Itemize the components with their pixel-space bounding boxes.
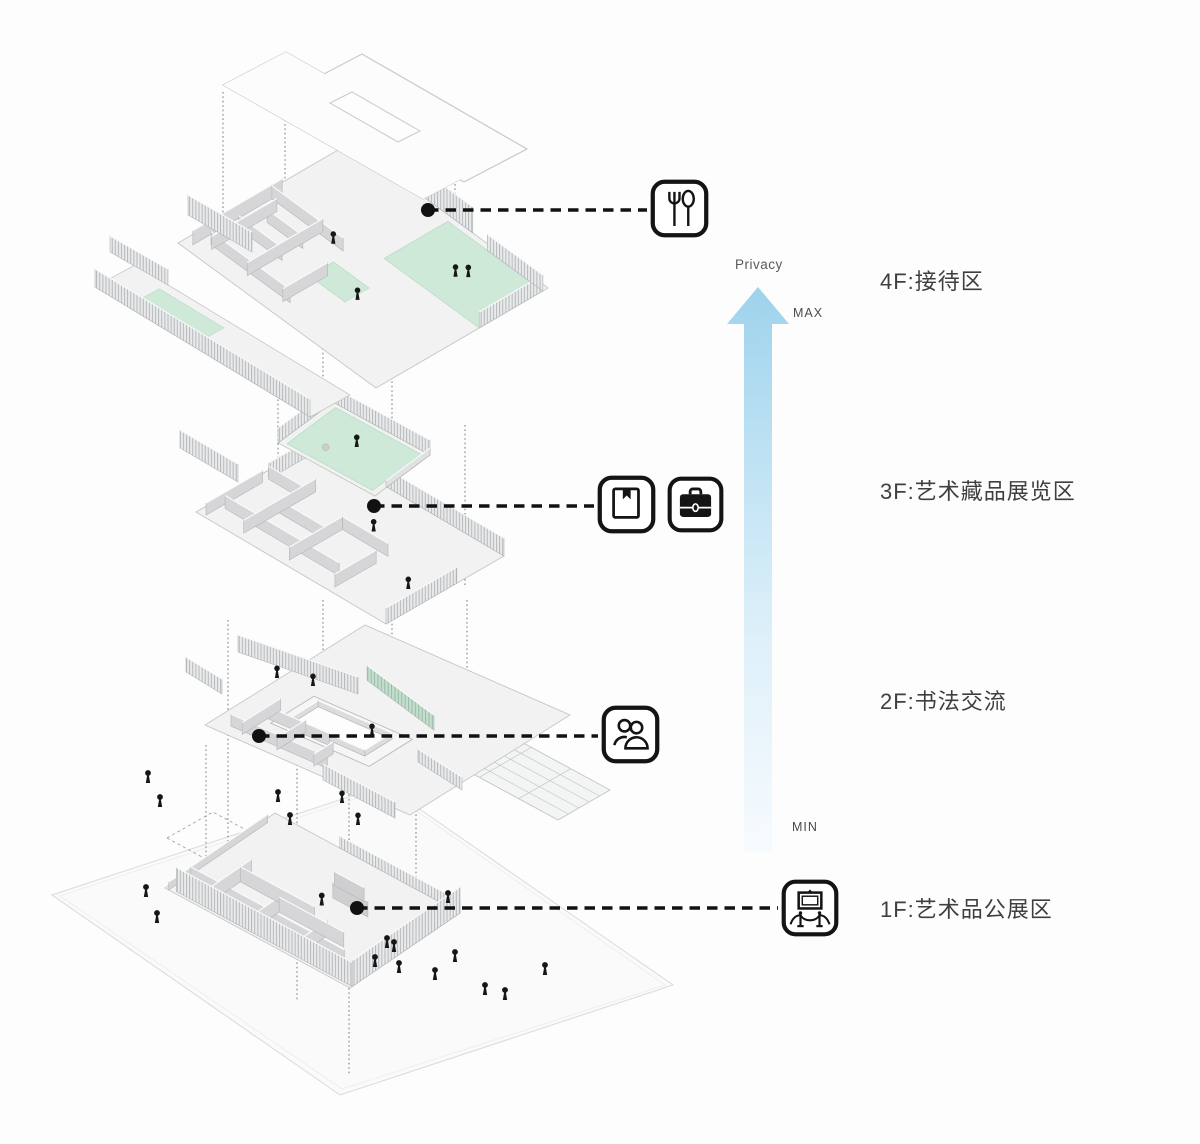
floor-1f [143,770,548,1000]
privacy-arrow [727,287,789,852]
exhibition-icon [781,879,839,937]
floor-label-4f: 4F:接待区 [880,269,984,294]
privacy-min-label: MIN [792,820,818,834]
floor-label-3f: 3F:艺术藏品展览区 [880,479,1076,504]
leader-lines [252,203,778,915]
floor-2f [185,624,611,825]
restaurant-icon [650,179,709,238]
floor-callout-dot [421,203,435,217]
floor-label-1f: 1F:艺术品公展区 [880,897,1053,922]
floor-3f [179,386,505,625]
roof-outline [221,51,529,200]
privacy-max-label: MAX [793,306,824,320]
floor-label-2f: 2F:书法交流 [880,689,1007,714]
visitors-icon [601,705,660,764]
floor-callout-dot [350,901,364,915]
briefcase-icon [667,476,724,533]
privacy-axis-title: Privacy [735,257,783,272]
floor-callout-dot [367,499,381,513]
book-icon [597,475,656,534]
floor-4f [94,130,549,418]
floor-callout-dot [252,729,266,743]
